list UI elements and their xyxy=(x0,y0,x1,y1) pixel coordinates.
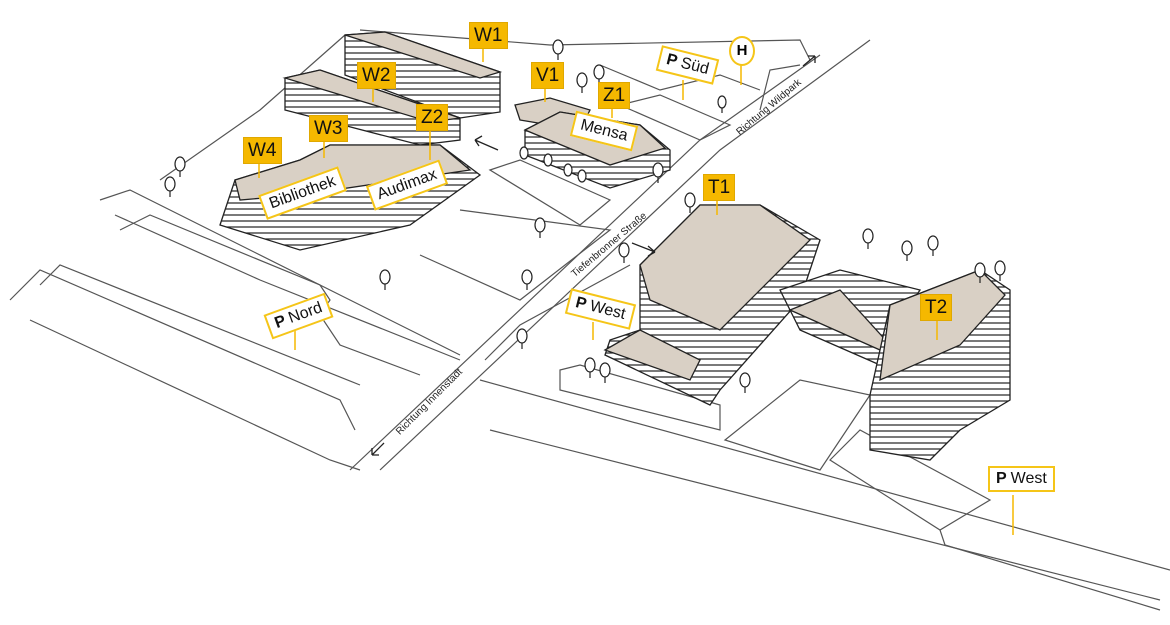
parking-label: Süd xyxy=(678,54,711,78)
tree-icon xyxy=(577,169,587,183)
tree-icon xyxy=(519,146,529,160)
arrow-icon xyxy=(474,135,499,151)
building-label-z2[interactable]: Z2 xyxy=(416,104,449,131)
parking-icon: P xyxy=(573,294,589,314)
tree-icon xyxy=(994,260,1006,281)
building-label-w4[interactable]: W4 xyxy=(243,137,282,164)
tree-icon xyxy=(516,328,528,349)
tree-icon xyxy=(739,372,751,393)
tree-icon xyxy=(862,228,874,249)
tree-icon xyxy=(652,162,664,183)
tree-icon xyxy=(618,242,630,263)
tree-icon xyxy=(717,95,727,113)
building-label-w2[interactable]: W2 xyxy=(357,62,396,89)
parking-icon: P xyxy=(664,51,680,71)
tree-icon xyxy=(379,269,391,290)
parking-icon: P xyxy=(996,470,1007,487)
tree-icon xyxy=(563,163,573,177)
arrows xyxy=(371,55,816,456)
tree-icon xyxy=(174,156,186,177)
tree-icon xyxy=(576,72,588,93)
tree-icon xyxy=(599,362,611,383)
tree-icon xyxy=(974,262,986,283)
building-label-z1[interactable]: Z1 xyxy=(598,82,631,109)
arrow-icon xyxy=(631,242,656,257)
tree-icon xyxy=(684,192,696,213)
arrow-left-icon xyxy=(371,442,385,456)
arrow-right-icon xyxy=(802,55,816,67)
parking-label: West xyxy=(1010,470,1047,487)
building-label-t1[interactable]: T1 xyxy=(703,174,736,201)
tree-icon xyxy=(552,39,564,60)
tree-icon xyxy=(927,235,939,256)
tree-icon xyxy=(584,357,596,378)
label-pins xyxy=(258,48,1014,535)
parking-label: West xyxy=(588,297,628,323)
tree-icon xyxy=(901,240,913,261)
tree-icon xyxy=(543,153,553,167)
tree-icon xyxy=(164,176,176,197)
building-label-w1[interactable]: W1 xyxy=(469,22,508,49)
tree-icon xyxy=(534,217,546,238)
building-label-w3[interactable]: W3 xyxy=(309,115,348,142)
parking-icon: P xyxy=(272,312,289,332)
building-label-t2[interactable]: T2 xyxy=(920,294,953,321)
building-label-v1[interactable]: V1 xyxy=(531,62,565,89)
bus-stop-icon[interactable]: H xyxy=(729,36,755,66)
tree-icon xyxy=(521,269,533,290)
